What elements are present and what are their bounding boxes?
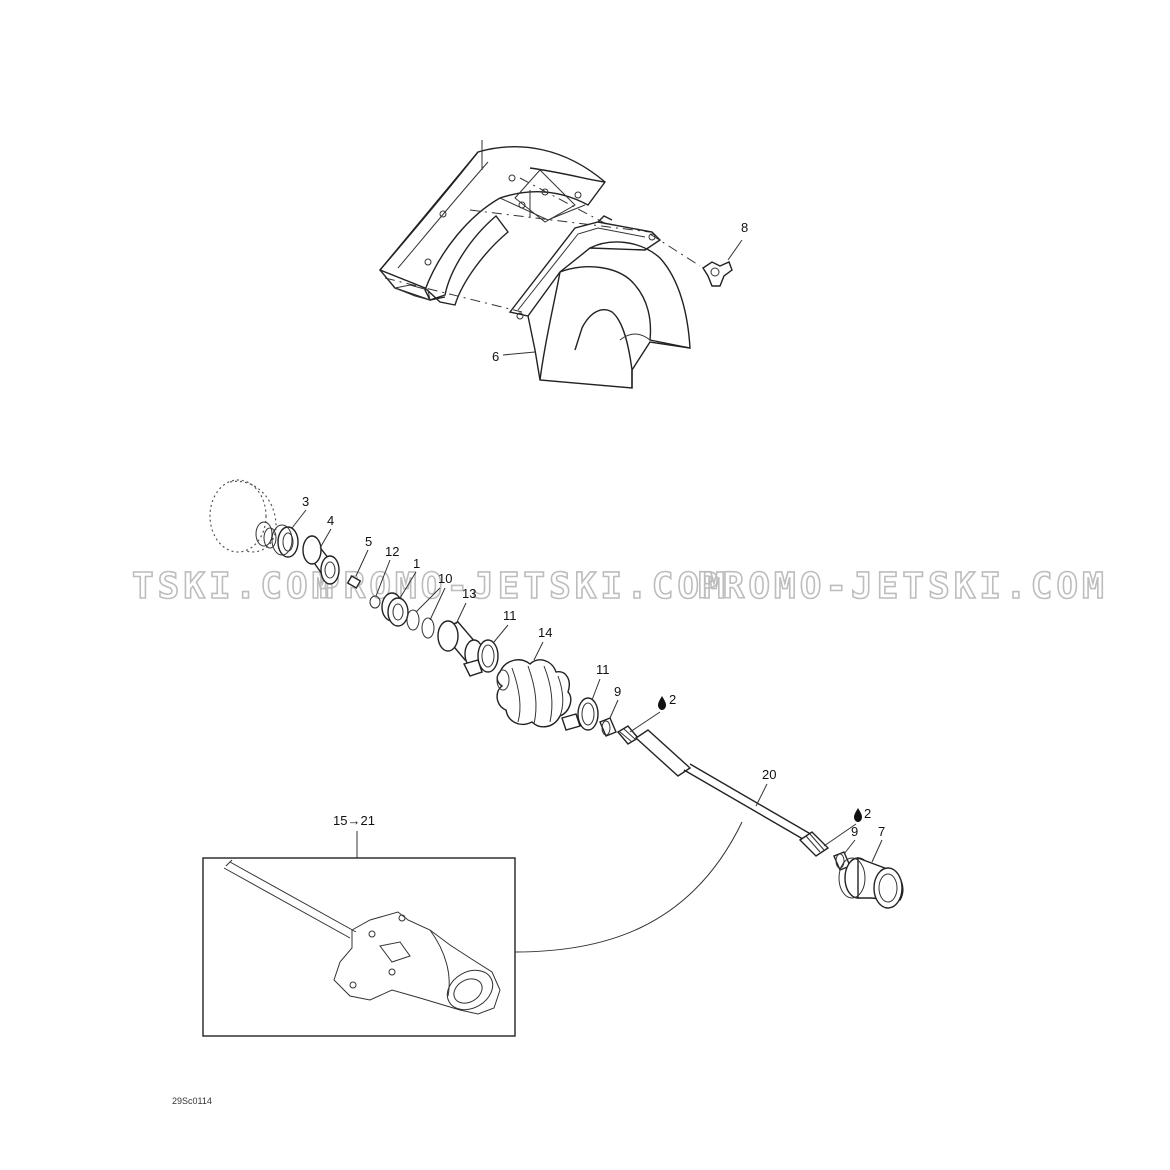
- watermark: TSKI.COM PROMO-JETSKI.COM PROMO-JETSKI.C…: [131, 565, 1108, 608]
- wing-nut: [702, 239, 743, 287]
- callout-8: 8: [741, 220, 748, 235]
- alignment-lines: [384, 177, 701, 313]
- callout-20: 20: [762, 767, 776, 782]
- part-14-bellows: [496, 659, 572, 728]
- callouts-drive-line: 3 4 5 12 1 10 13 11 14 11 9 2 20 2 9 7: [291, 494, 885, 863]
- lubricant-drop-icon: [658, 696, 666, 710]
- part-1-seal: [381, 592, 409, 627]
- callout-assembly: 15→21: [333, 813, 375, 828]
- callout-7: 7: [878, 824, 885, 839]
- part-7-housing: [838, 856, 904, 909]
- callout-1: 1: [413, 556, 420, 571]
- assembly-inset: 15→21: [202, 813, 743, 1037]
- callout-11-a: 11: [503, 608, 517, 623]
- callout-4: 4: [327, 513, 334, 528]
- reverse-gate: [508, 215, 691, 389]
- watermark-right: PROMO-JETSKI.COM: [697, 566, 1108, 607]
- part-5-small: [346, 575, 381, 609]
- callout-6: 6: [492, 349, 499, 364]
- pto-flywheel: [209, 479, 277, 553]
- callout-2-a: 2: [669, 692, 676, 707]
- part-4-sleeve: [302, 535, 340, 585]
- part-11-clamp-b: [561, 697, 599, 731]
- callout-9-b: 9: [851, 824, 858, 839]
- part-11-clamp-a: [462, 639, 499, 677]
- callout-14: 14: [538, 625, 552, 640]
- part-3-ring: [271, 524, 299, 558]
- watermark-left: TSKI.COM: [132, 566, 337, 607]
- callout-13: 13: [462, 586, 476, 601]
- part-9-fitting-a: [599, 717, 617, 737]
- drive-shaft: [616, 725, 830, 857]
- drawing-code: 29Sc0114: [172, 1096, 212, 1106]
- callout-5: 5: [365, 534, 372, 549]
- callout-11-b: 11: [596, 662, 610, 677]
- gate-support-bracket: [378, 140, 606, 306]
- part-10-orings: [406, 609, 435, 639]
- callout-3: 3: [302, 494, 309, 509]
- callout-9-a: 9: [614, 684, 621, 699]
- callout-12: 12: [385, 544, 399, 559]
- lubricant-drop-icon: [854, 808, 862, 822]
- callout-10: 10: [438, 571, 452, 586]
- callout-2-b: 2: [864, 806, 871, 821]
